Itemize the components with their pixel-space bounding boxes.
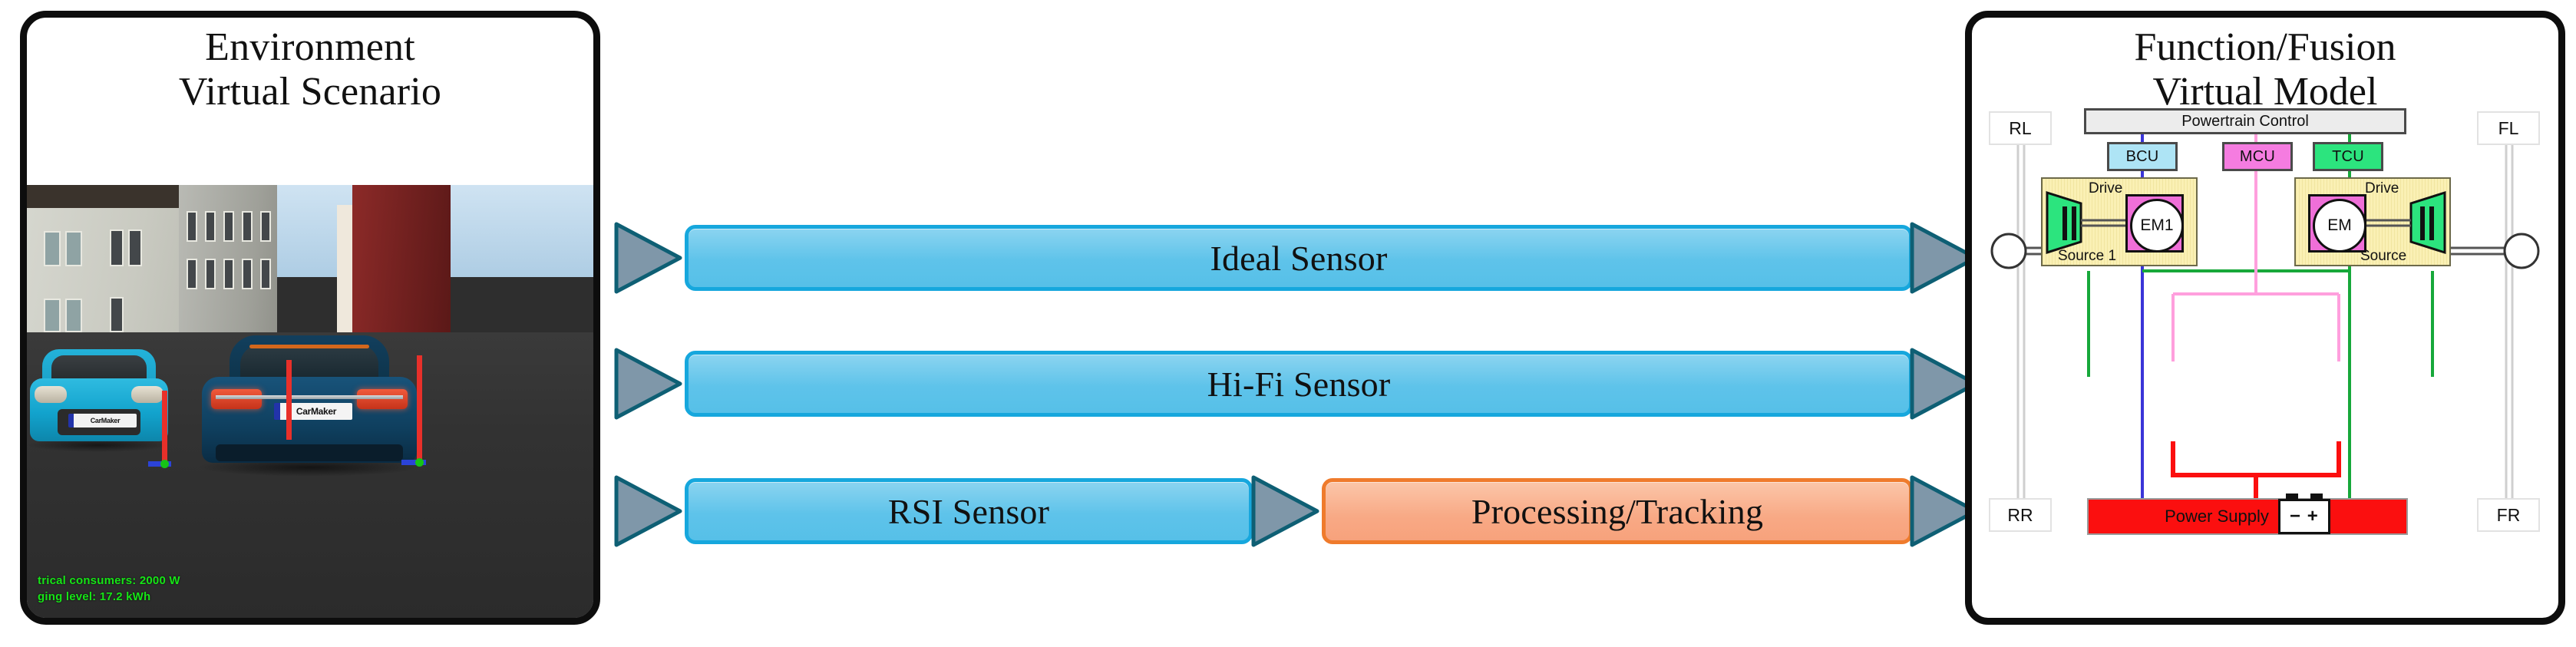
scene-vehicle-ego: CarMaker [194, 329, 424, 480]
vehicle-taillamp-right [357, 389, 408, 409]
scene-window [223, 259, 234, 289]
ecu-label-bcu: BCU [2125, 147, 2159, 165]
coordinate-axis-marker-center [283, 360, 306, 452]
axis-y [148, 461, 171, 467]
vehicle-bumper [216, 444, 403, 461]
scene-window [205, 259, 216, 289]
arrow-out-hifi-sensor [1910, 348, 1978, 420]
wheel-label-fr: FR [2496, 504, 2521, 525]
hud-line-consumers: trical consumers: 2000 W [38, 573, 180, 587]
axis-z [417, 355, 422, 463]
vehicle-headlamp-right [131, 386, 163, 403]
arrow-out-ideal-sensor [1910, 222, 1978, 294]
powertrain-control-bar: Powertrain Control [2084, 108, 2406, 134]
em-label-left: EM1 [2140, 216, 2174, 234]
vehicle-shadow [27, 438, 170, 452]
wheel-box-fr: FR [2477, 498, 2540, 532]
arrow-in-hifi-sensor [614, 348, 682, 420]
scene-window [110, 297, 124, 332]
electric-machine-left: EM1 [2130, 199, 2184, 253]
drive-title-left: Drive [2089, 180, 2123, 196]
arrow-out-processing [1910, 475, 1978, 547]
vehicle-brake-light-bar [249, 345, 369, 348]
arrow-rsi-to-processing [1251, 475, 1319, 547]
pipeline-label-ideal-sensor: Ideal Sensor [1210, 238, 1388, 278]
scene-vehicle-lead: CarMaker [27, 345, 174, 454]
hud-line-charging: ging level: 17.2 kWh [38, 590, 151, 604]
powertrain-schematic-wires [1990, 108, 2540, 533]
wheel-box-fl: FL [2477, 111, 2540, 145]
axis-z [286, 360, 292, 440]
environment-panel-title: Environment Virtual Scenario [178, 25, 442, 114]
arrow-in-ideal-sensor [614, 222, 682, 294]
ecu-bcu: BCU [2107, 142, 2178, 171]
pipeline-box-hifi-sensor[interactable]: Hi-Fi Sensor [685, 351, 1913, 417]
pipeline-label-rsi-sensor: RSI Sensor [887, 491, 1050, 531]
transmission-left [2046, 190, 2125, 255]
ecu-label-mcu: MCU [2239, 147, 2276, 165]
coordinate-axis-marker-right [401, 355, 457, 474]
arrow-in-rsi-sensor [614, 475, 682, 547]
pipeline-box-rsi-sensor[interactable]: RSI Sensor [685, 478, 1253, 544]
pipeline-box-ideal-sensor[interactable]: Ideal Sensor [685, 225, 1913, 291]
coordinate-axis-marker-left [148, 391, 202, 475]
scene-window [187, 259, 197, 289]
bus-red-sources [2171, 441, 2341, 477]
scene-window [65, 231, 82, 266]
vehicle-chrome-strip [216, 395, 403, 399]
axis-y [401, 460, 426, 465]
wheel-label-rl: RL [2009, 117, 2032, 138]
scene-window [205, 211, 216, 242]
vehicle-taillamp-left [211, 389, 262, 409]
drive-source-right: Source [2360, 248, 2407, 264]
environment-panel: Environment Virtual Scenario [20, 11, 600, 625]
function-panel-title: Function/Fusion Virtual Model [2134, 25, 2396, 114]
scene-window [187, 211, 197, 242]
axis-origin [160, 460, 169, 468]
vehicle-license-plate: CarMaker [274, 403, 352, 420]
vehicle-headlamp-left [35, 386, 67, 403]
battery-icon: − + [2277, 494, 2330, 534]
scene-window [260, 259, 271, 289]
axis-origin [415, 458, 424, 467]
scenario-hud-overlay: trical consumers: 2000 W ging level: 17.2… [38, 573, 180, 606]
wheel-box-rr: RR [1989, 498, 2052, 532]
wheel-label-rr: RR [2007, 504, 2033, 525]
pipeline-label-hifi-sensor: Hi-Fi Sensor [1207, 364, 1391, 404]
wheel-hub-right [2503, 233, 2540, 269]
drive-source-left: Source 1 [2058, 248, 2117, 264]
transmission-right [2366, 190, 2446, 255]
axis-z [162, 391, 167, 464]
scene-window [242, 259, 253, 289]
scene-window [44, 231, 61, 266]
scene-window [242, 211, 253, 242]
scene-window [65, 299, 82, 332]
scene-window [260, 211, 271, 242]
wheel-label-fl: FL [2498, 117, 2519, 138]
drive-title-right: Drive [2365, 180, 2399, 196]
em-label-right: EM [2327, 216, 2352, 234]
ecu-tcu: TCU [2313, 142, 2383, 171]
ecu-mcu: MCU [2222, 142, 2293, 171]
pipeline-label-processing-tracking: Processing/Tracking [1471, 491, 1764, 531]
scene-window [110, 229, 124, 266]
virtual-scenario-viewport: CarMaker CarMaker tr [27, 185, 593, 618]
scene-window [223, 211, 234, 242]
scene-roof-left [27, 185, 199, 208]
ecu-label-tcu: TCU [2332, 147, 2364, 165]
scene-window [128, 229, 142, 266]
scene-window [44, 299, 61, 332]
power-supply-label: Power Supply [2165, 507, 2269, 526]
function-fusion-panel: Function/Fusion Virtual Model [1965, 11, 2565, 625]
pipeline-box-processing-tracking[interactable]: Processing/Tracking [1322, 478, 1913, 544]
battery-polarity-label: − + [2290, 506, 2319, 527]
electric-machine-right: EM [2313, 199, 2366, 253]
vehicle-license-plate: CarMaker [68, 414, 137, 427]
powertrain-control-label: Powertrain Control [2181, 112, 2309, 130]
wheel-box-rl: RL [1989, 111, 2052, 145]
power-supply-block: Power Supply − + [2087, 494, 2408, 535]
wheel-hub-left [1990, 233, 2027, 269]
